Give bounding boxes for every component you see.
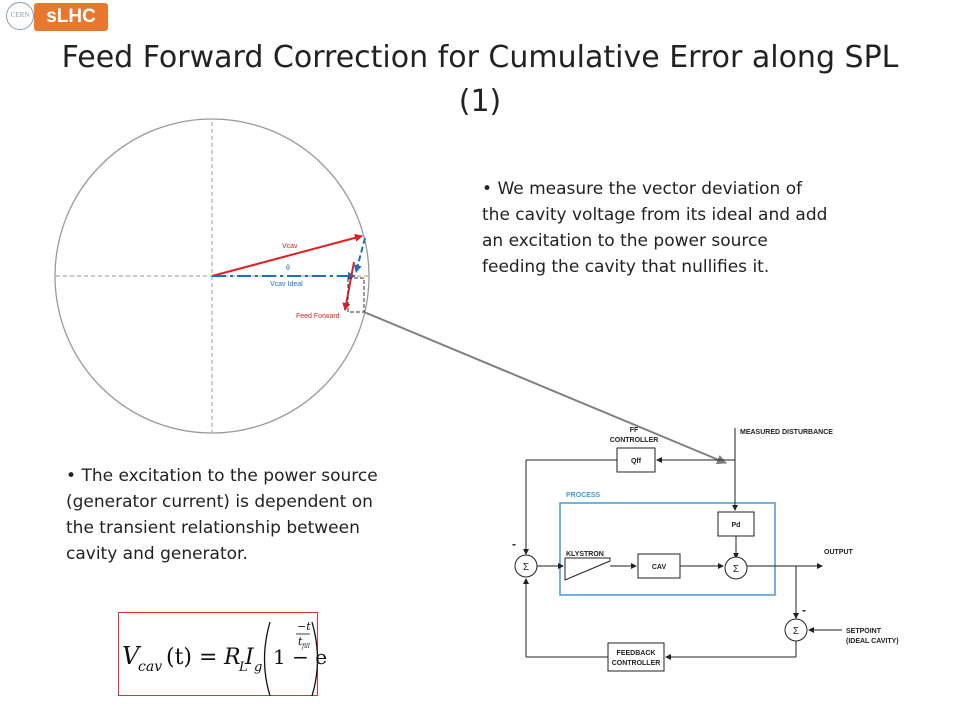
setpoint-label-2: (IDEAL CAVITY): [846, 638, 899, 645]
process-box: [559, 502, 776, 596]
svg-text:1 − e: 1 − e: [273, 645, 327, 669]
svg-text:R: R: [223, 645, 241, 670]
klystron-label: KLYSTRON: [566, 551, 604, 558]
vcav-vector: [211, 233, 363, 277]
pd-label: Pd: [732, 522, 741, 529]
slhc-logo: CERN sLHC: [0, 0, 112, 34]
deviation-vector: [353, 237, 366, 273]
vcav-label: Vcav: [282, 243, 298, 250]
phasor-circle: [54, 118, 370, 434]
cern-seal-icon: CERN: [6, 2, 34, 30]
summer-2: [724, 556, 748, 580]
process-label: PROCESS: [566, 492, 601, 499]
svg-text:cav: cav: [138, 659, 162, 675]
vcav-ideal-label: Vcav Ideal: [270, 281, 303, 288]
feedback-label-1: FEEDBACK: [617, 650, 656, 657]
feed-forward-label: Feed Forward: [296, 313, 340, 320]
svg-text:t: t: [298, 635, 303, 648]
svg-text:fill: fill: [301, 643, 310, 650]
feedback-label-2: CONTROLLER: [612, 660, 661, 667]
zoom-box: [347, 277, 365, 313]
qff-block: [616, 447, 656, 473]
bullet-excitation: • The excitation to the power source (ge…: [66, 466, 378, 564]
svg-text:I: I: [244, 645, 255, 670]
summer-1-minus: -: [512, 537, 516, 551]
summer-3-sigma: Σ: [793, 626, 799, 637]
summer-3-minus: -: [802, 603, 806, 617]
cav-block: [637, 553, 681, 579]
formula: V cav (t) = R L I g 1 − e −t t fill: [122, 620, 327, 697]
svg-text:g: g: [254, 660, 262, 675]
ff-controller-label-2: CONTROLLER: [610, 437, 659, 444]
theta-label: θ: [286, 265, 290, 272]
klystron-amplifier: [564, 557, 611, 581]
svg-text:(t) =: (t) =: [166, 645, 217, 670]
connector-arrow: [363, 311, 727, 465]
cav-label: CAV: [652, 564, 667, 571]
svg-text:V: V: [122, 642, 142, 670]
slhc-brand: sLHC: [34, 3, 108, 31]
summer-1-sigma: Σ: [523, 562, 529, 573]
svg-text:L: L: [238, 660, 248, 675]
ff-controller-label-1: FF: [630, 427, 639, 434]
slide-title: Feed Forward Correction for Cumulative E…: [61, 40, 899, 119]
output-label: OUTPUT: [824, 549, 854, 556]
qff-label: Qff: [631, 458, 642, 465]
svg-text:−t: −t: [297, 620, 311, 633]
measured-disturbance-label: MEASURED DISTURBANCE: [740, 429, 833, 436]
feed-forward-vector: [342, 261, 355, 311]
summer-2-sigma: Σ: [733, 564, 739, 575]
bullet-vector-deviation: • We measure the vector deviation of the…: [482, 179, 828, 277]
setpoint-label-1: SETPOINT: [846, 628, 882, 635]
